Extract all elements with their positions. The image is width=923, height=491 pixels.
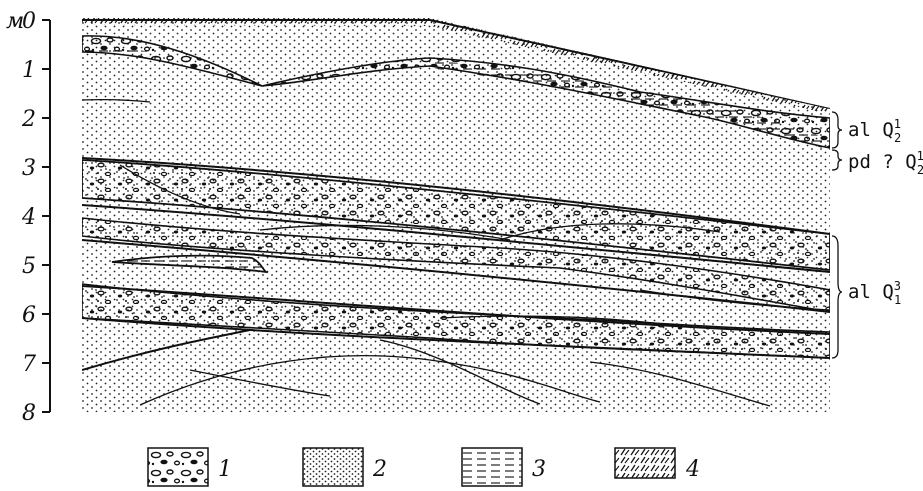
legend-item-4: 4 (615, 448, 700, 482)
depth-tick-label: 4 (21, 205, 36, 230)
legend-label-3: 3 (532, 457, 546, 482)
depth-tick-label: 6 (22, 303, 36, 328)
legend-item-3: 3 (462, 448, 546, 486)
legend-label-2: 2 (372, 457, 387, 482)
depth-tick-label: 1 (22, 58, 36, 83)
section-body (82, 18, 832, 418)
legend: 1 2 3 4 (148, 448, 700, 486)
depth-tick-label: 2 (21, 107, 36, 132)
legend-item-2: 2 (303, 448, 387, 486)
depth-tick-label: 8 (22, 401, 36, 426)
legend-label-4: 4 (685, 457, 700, 482)
depth-tick-label: 7 (22, 352, 36, 377)
strat-brackets (832, 112, 842, 358)
depth-unit-label: м (6, 9, 24, 34)
legend-item-1: 1 (148, 448, 232, 486)
legend-label-1: 1 (218, 457, 232, 482)
depth-tick-label: 3 (22, 156, 36, 181)
depth-tick-label: 5 (22, 254, 36, 279)
